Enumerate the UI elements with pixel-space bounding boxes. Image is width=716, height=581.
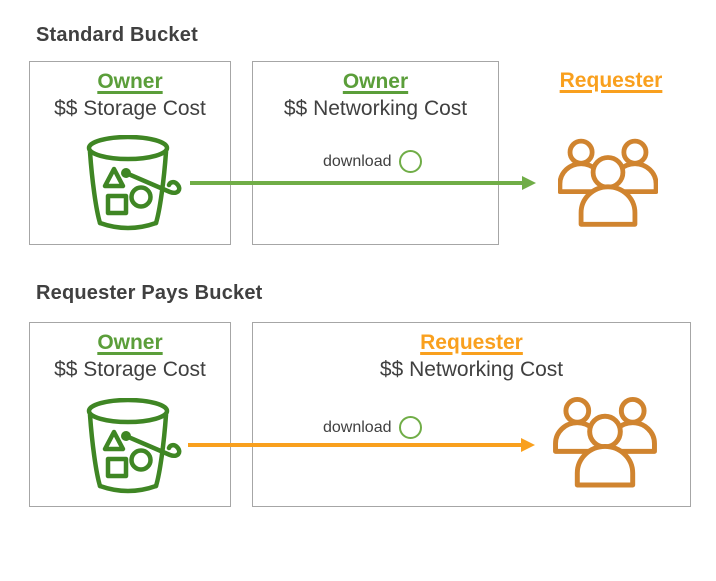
requester-pays-download-label: download [323, 418, 392, 436]
requester-pays-download-row: download [323, 414, 422, 441]
standard-networking-cost-label: $$ Networking Cost [283, 97, 468, 120]
standard-bucket-title: Standard Bucket [36, 24, 198, 46]
requester-pays-transfer-arrow-right [188, 443, 522, 447]
download-circle-icon [398, 150, 422, 173]
download-circle-icon [398, 416, 422, 439]
requester-pays-storage-cost-label: $$ Storage Cost [54, 358, 206, 381]
s3-bucket-icon [86, 398, 182, 494]
requester-pays-networking-role-label: Requester [420, 331, 523, 354]
standard-networking-box: Owner $$ Networking Cost [252, 61, 499, 245]
standard-storage-role-label: Owner [97, 70, 163, 93]
requester-pays-storage-box: Owner $$ Storage Cost [29, 322, 231, 507]
s3-bucket-icon [86, 135, 182, 231]
standard-transfer-arrow-right [190, 181, 523, 185]
standard-storage-cost-label: $$ Storage Cost [54, 97, 206, 120]
standard-download-label: download [323, 152, 392, 170]
users-group-icon [553, 396, 657, 488]
requester-pays-bucket-title: Requester Pays Bucket [36, 282, 263, 304]
standard-requester-label: Requester [559, 69, 663, 92]
standard-storage-box: Owner $$ Storage Cost [29, 61, 231, 245]
standard-networking-role-label: Owner [342, 70, 409, 93]
requester-pays-networking-cost-label: $$ Networking Cost [379, 358, 564, 381]
requester-pays-storage-role-label: Owner [97, 331, 163, 354]
users-group-icon [558, 138, 658, 227]
standard-download-row: download [323, 148, 422, 175]
